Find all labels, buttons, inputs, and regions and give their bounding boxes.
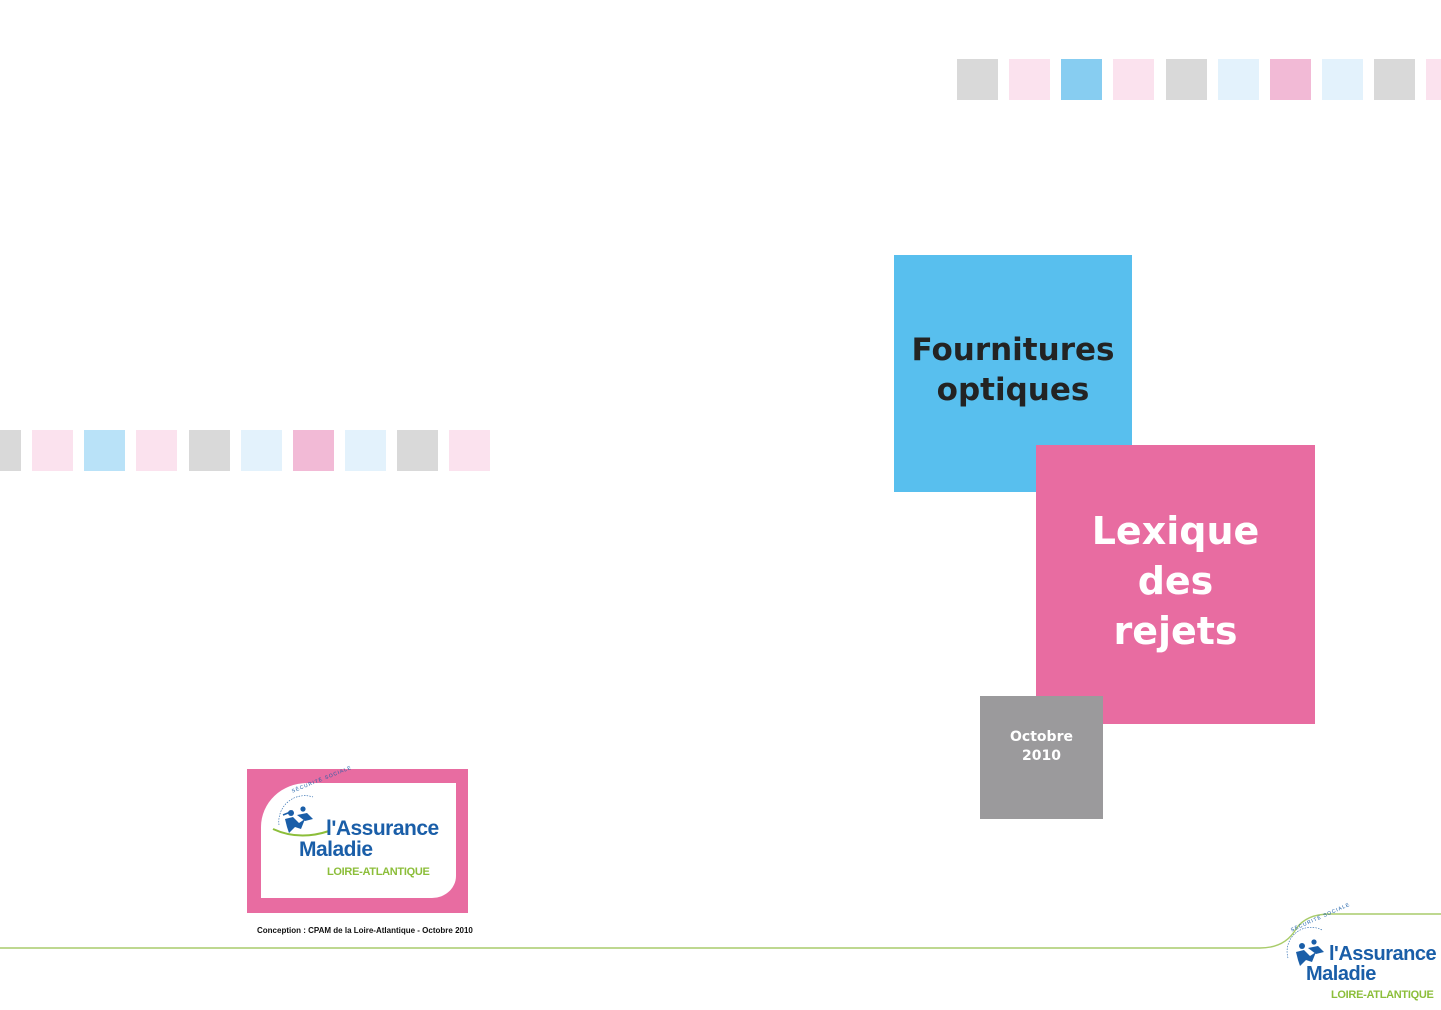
document-subtitle: Lexique des rejets	[1092, 506, 1260, 664]
subtitle-block: Lexique des rejets	[1036, 445, 1315, 724]
deco-square	[1009, 59, 1050, 100]
deco-square	[1322, 59, 1363, 100]
subtitle-line: rejets	[1113, 608, 1238, 653]
document-title: Fournitures optiques	[894, 330, 1132, 418]
deco-square	[1218, 59, 1259, 100]
date-line: 2010	[1022, 747, 1061, 764]
logo-region: LOIRE-ATLANTIQUE	[327, 866, 430, 878]
title-line: optiques	[936, 371, 1090, 408]
assurance-maladie-emblem-icon	[272, 795, 330, 837]
credit-line: Conception : CPAM de la Loire-Atlantique…	[257, 926, 473, 935]
document-date: Octobre 2010	[1010, 728, 1073, 766]
deco-square	[449, 430, 490, 471]
deco-square	[1374, 59, 1415, 100]
logo-region: LOIRE-ATLANTIQUE	[1331, 989, 1434, 1001]
deco-square	[1270, 59, 1311, 100]
bottom-logo: SÉCURITÉ SOCIALE l'Assurance Maladie LOI…	[1276, 902, 1441, 1010]
deco-square	[1061, 59, 1102, 100]
deco-square	[0, 430, 21, 471]
logo-card: SÉCURITÉ SOCIALE l'Assurance Maladie LOI…	[247, 765, 468, 913]
deco-square	[957, 59, 998, 100]
deco-square	[1113, 59, 1154, 100]
logo-line-2: Maladie	[1306, 963, 1376, 985]
date-line: Octobre	[1010, 728, 1073, 745]
title-line: Fournitures	[911, 331, 1115, 368]
logo-line-1: l'Assurance	[1329, 943, 1437, 965]
deco-square	[1426, 59, 1441, 100]
deco-square	[32, 430, 73, 471]
deco-square	[189, 430, 230, 471]
date-block: Octobre 2010	[980, 696, 1103, 819]
deco-square	[84, 430, 125, 471]
logo-line-1: l'Assurance	[326, 817, 439, 840]
subtitle-line: des	[1137, 558, 1214, 603]
deco-square	[345, 430, 386, 471]
subtitle-line: Lexique	[1091, 508, 1260, 553]
bottom-swoosh-line	[0, 913, 1441, 949]
logo-card-inner: SÉCURITÉ SOCIALE l'Assurance Maladie LOI…	[261, 765, 456, 898]
deco-square	[293, 430, 334, 471]
logo-line-2: Maladie	[299, 838, 373, 861]
deco-square	[1166, 59, 1207, 100]
deco-square	[241, 430, 282, 471]
assurance-maladie-emblem-icon	[1286, 927, 1324, 966]
deco-square	[136, 430, 177, 471]
deco-square	[397, 430, 438, 471]
